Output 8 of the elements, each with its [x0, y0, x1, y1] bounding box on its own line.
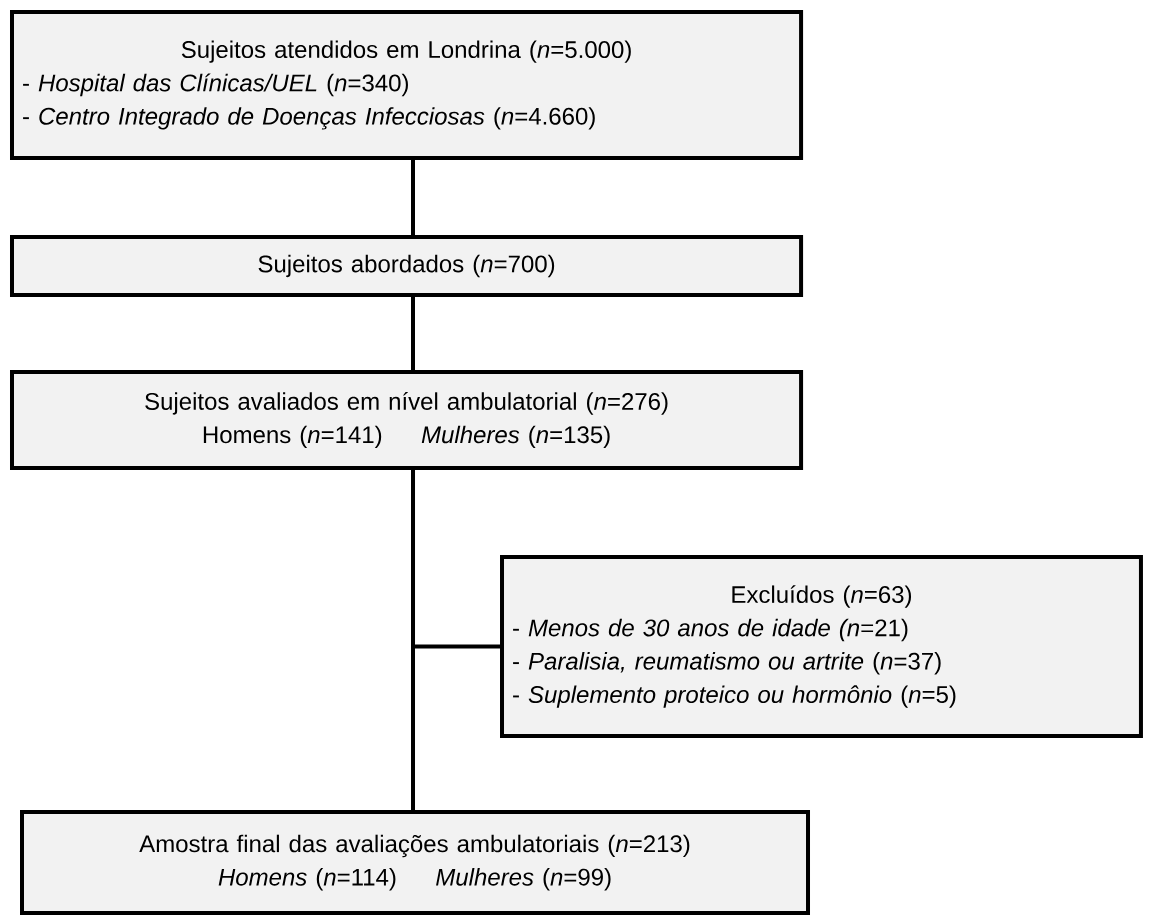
process-box: Sujeitos atendidos em Londrina (n=5.000) - Hospital das Clínicas/UEL (n=340) - Centro Integrado de Doenças Infecciosas (n=4.660): [10, 10, 804, 160]
process-box: Sujeitos abordados (n=700): [10, 235, 804, 297]
connector-line: [411, 470, 415, 810]
process-box: Amostra final das avaliações ambulatoriais (n=213) Homens (n=114) Mulheres (n=99): [20, 810, 810, 916]
connector-line: [411, 297, 415, 370]
process-box: Excluídos (n=63) - Menos de 30 anos de idade (n=21) - Paralisia, reumatismo ou artrite (n=37) - Suplemento proteico ou hormônio (n=5): [500, 555, 1143, 738]
process-box: Sujeitos avaliados em nível ambulatorial (n=276) Homens (n=141) Mulheres (n=135): [10, 370, 804, 470]
connector-line: [411, 160, 415, 235]
